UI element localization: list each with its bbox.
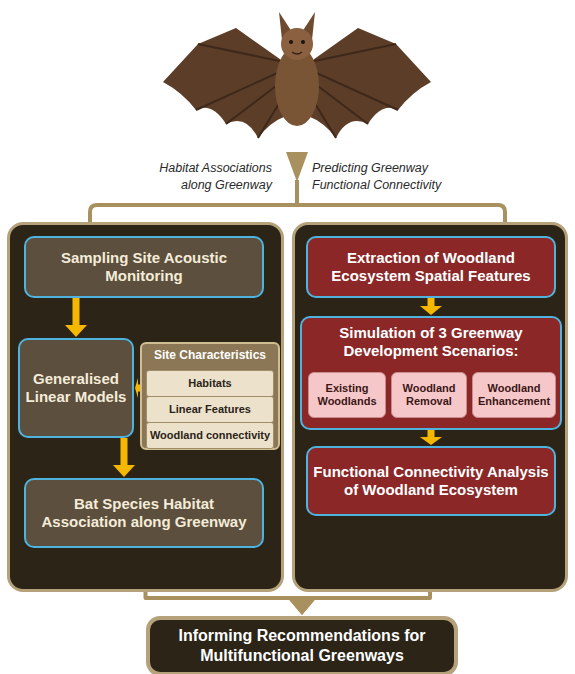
panel-heading: Predicting Greenway Functional Connectiv… xyxy=(312,160,452,194)
box-label: Habitats xyxy=(188,377,231,390)
characteristics-box: Site CharacteristicsHabitatsLinear Featu… xyxy=(140,342,280,450)
bat-figure xyxy=(163,12,431,138)
scenario-box: Simulation of 3 Greenway Development Sce… xyxy=(300,316,562,430)
box-label: Existing Woodlands xyxy=(311,382,383,407)
process-box: Extraction of Woodland Ecosystem Spatial… xyxy=(306,236,556,298)
process-box: Functional Connectivity Analysis of Wood… xyxy=(306,446,556,516)
box-label: Bat Species Habitat Association along Gr… xyxy=(34,495,254,531)
box-label: Woodland Enhancement xyxy=(474,382,554,407)
process-box: Generalised Linear Models xyxy=(18,338,134,438)
box-label: Extraction of Woodland Ecosystem Spatial… xyxy=(321,249,541,285)
box-label: Woodland connectivity xyxy=(150,429,270,442)
panel: Predicting Greenway Functional Connectiv… xyxy=(292,222,568,592)
box-title: Simulation of 3 Greenway Development Sce… xyxy=(302,318,560,360)
flow-arrow xyxy=(113,438,135,477)
panel: Habitat Associations along GreenwaySampl… xyxy=(7,222,284,592)
characteristic-item: Woodland connectivity xyxy=(146,422,274,449)
scenario-item: Existing Woodlands xyxy=(308,372,386,418)
box-label: Linear Features xyxy=(169,403,251,416)
scenario-item: Woodland Enhancement xyxy=(472,372,556,418)
panel-heading: Habitat Associations along Greenway xyxy=(142,160,272,194)
flow-arrow xyxy=(420,430,442,445)
box-title: Site Characteristics xyxy=(142,344,278,362)
panel-ground xyxy=(294,224,566,590)
flow-arrow xyxy=(65,298,87,337)
box-label: Functional Connectivity Analysis of Wood… xyxy=(311,463,551,499)
panel-ground xyxy=(9,224,282,590)
characteristic-item: Habitats xyxy=(146,370,274,397)
flow-arrow xyxy=(146,590,319,615)
flow-arrow xyxy=(420,298,442,315)
box-label: Sampling Site Acoustic Monitoring xyxy=(59,249,229,285)
process-box: Bat Species Habitat Association along Gr… xyxy=(24,478,264,548)
box-label: Generalised Linear Models xyxy=(24,370,128,406)
conclusion-box: Informing Recommendations for Multifunct… xyxy=(146,616,458,674)
top-bracket xyxy=(90,152,505,224)
process-box: Sampling Site Acoustic Monitoring xyxy=(24,236,264,298)
scenario-item: Woodland Removal xyxy=(391,372,467,418)
box-label: Woodland Removal xyxy=(394,382,464,407)
box-label: Informing Recommendations for Multifunct… xyxy=(157,626,447,666)
characteristic-item: Linear Features xyxy=(146,396,274,423)
flow-arrow xyxy=(286,590,430,615)
